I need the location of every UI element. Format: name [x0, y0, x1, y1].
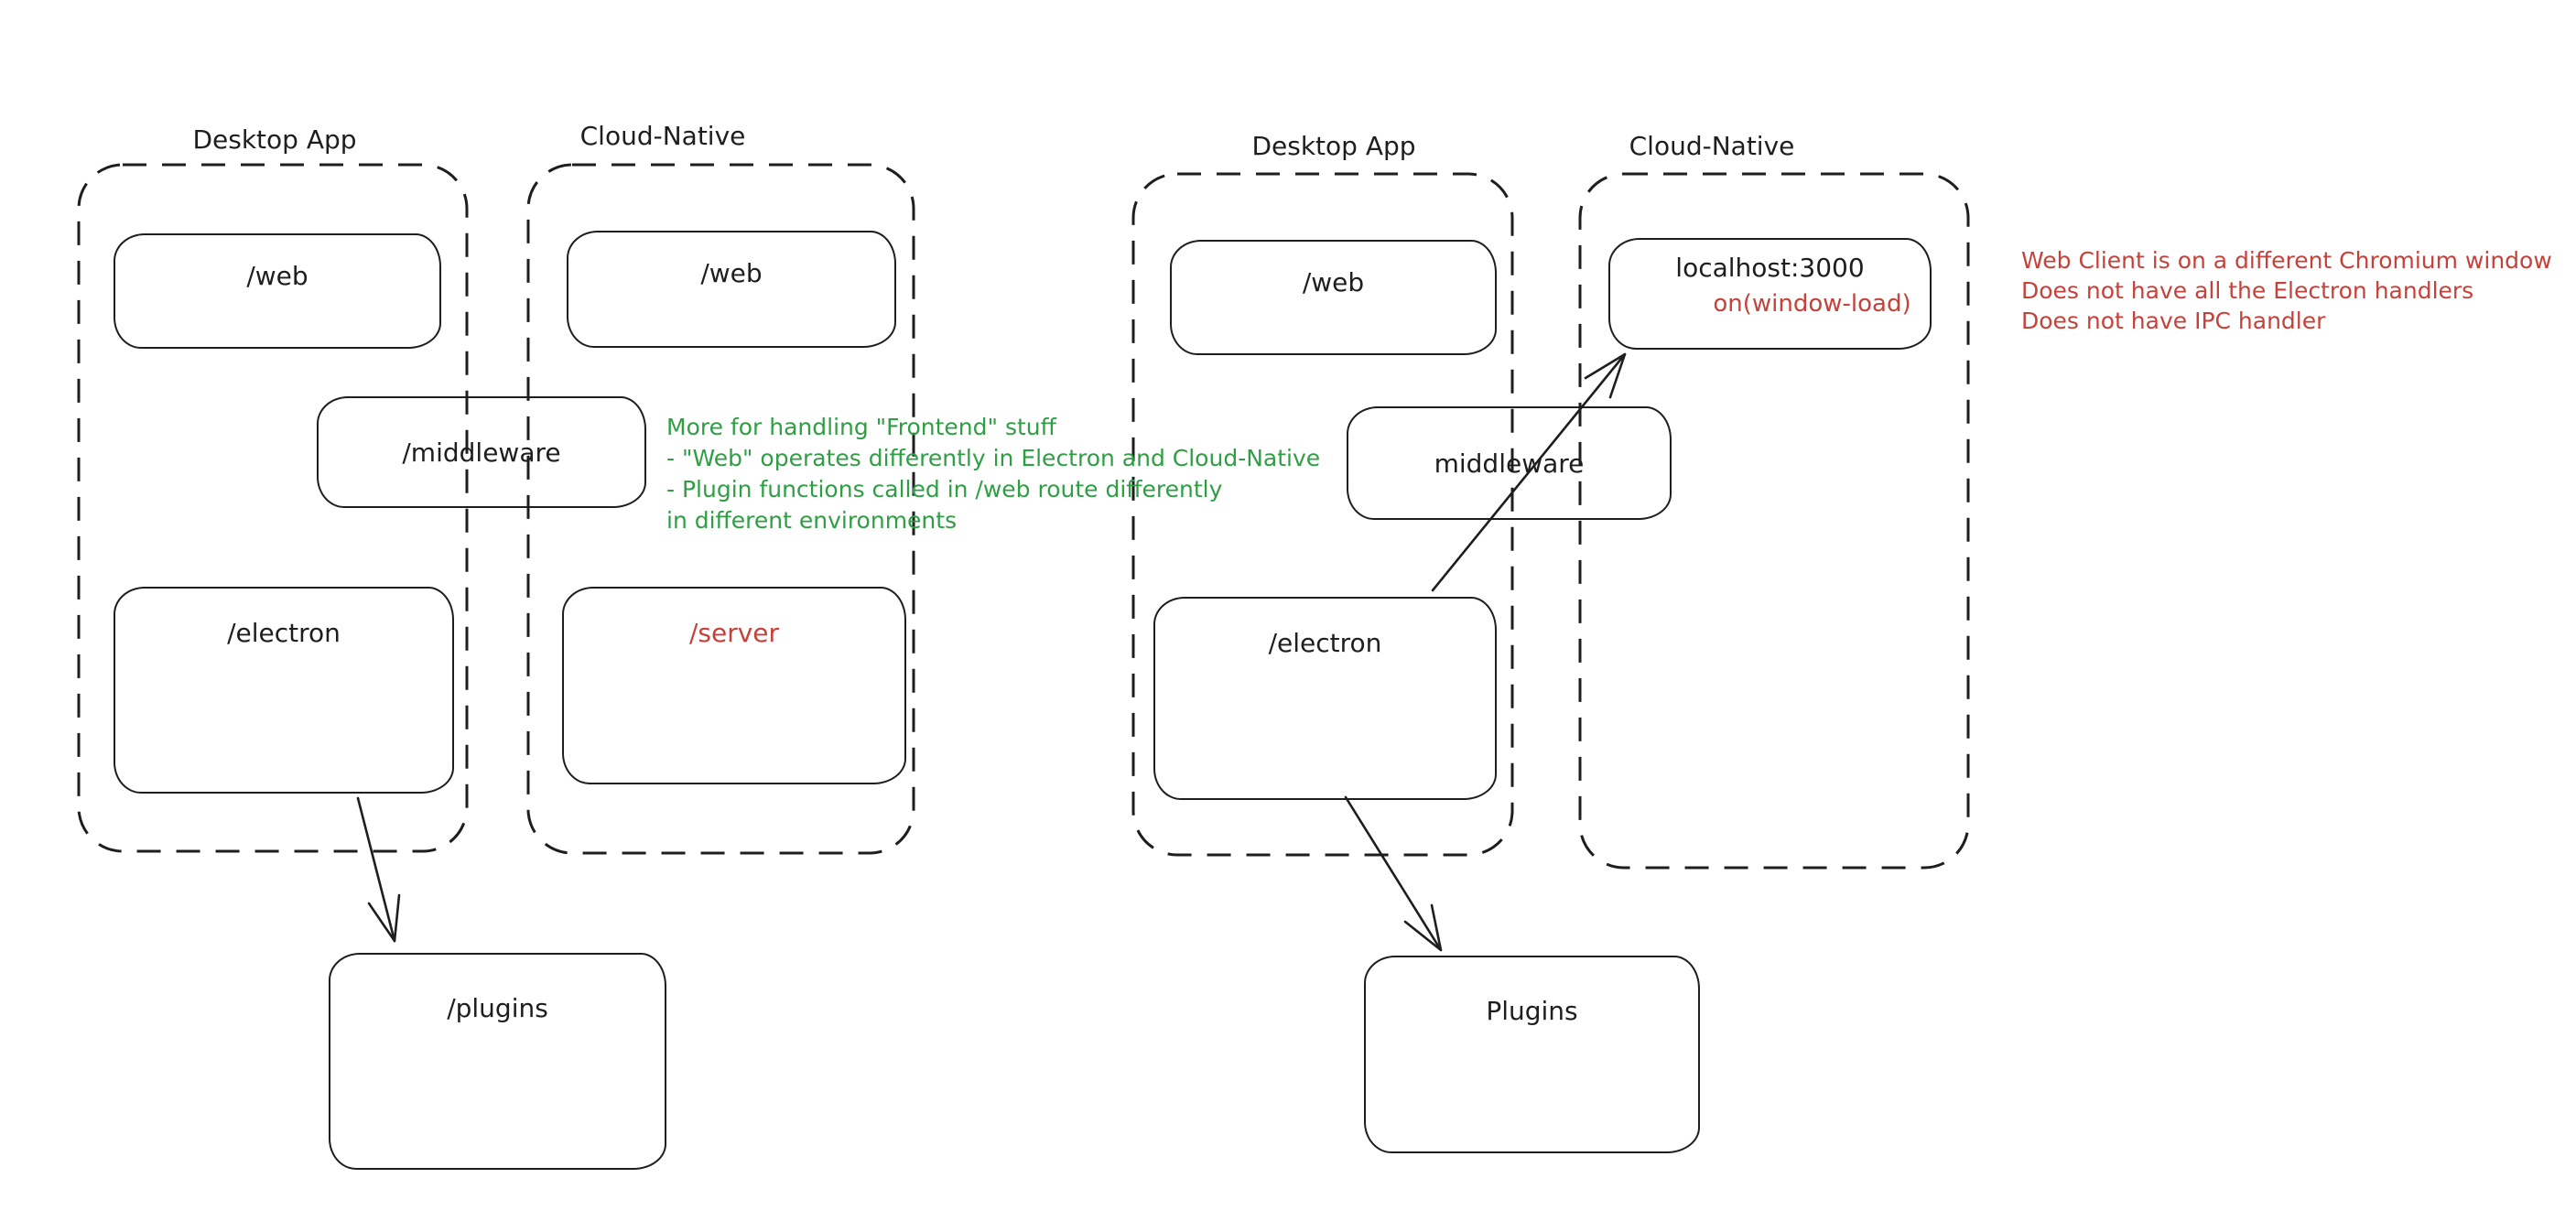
- left-desktop-web-label: /web: [246, 261, 308, 291]
- right-electron-box: /electron: [1153, 597, 1497, 800]
- left-electron-box: /electron: [114, 587, 454, 794]
- left-plugins-box: /plugins: [329, 953, 666, 1170]
- right-plugins-box: Plugins: [1364, 956, 1700, 1153]
- left-plugins-label: /plugins: [447, 993, 548, 1023]
- left-middleware-label: /middleware: [402, 437, 561, 468]
- right-middleware-box: middleware: [1347, 406, 1672, 520]
- left-middleware-box: /middleware: [317, 396, 646, 508]
- right-plugins-label: Plugins: [1486, 996, 1578, 1026]
- arrow-right-electron-to-localhost: [1431, 352, 1627, 592]
- note-line: Does not have IPC handler: [2021, 308, 2326, 334]
- right-cloud-native-container: [1578, 172, 1970, 870]
- right-cloud-native-label: Cloud-Native: [1629, 131, 1795, 161]
- note-line: - "Web" operates differently in Electron…: [666, 445, 1321, 471]
- note-line: More for handling "Frontend" stuff: [666, 414, 1056, 440]
- left-electron-label: /electron: [227, 618, 341, 648]
- right-web-label: /web: [1302, 267, 1365, 297]
- left-server-box: /server: [562, 587, 906, 784]
- left-cloud-web-box: /web: [567, 231, 896, 348]
- right-electron-label: /electron: [1268, 628, 1382, 658]
- left-desktop-app-container: [77, 163, 469, 853]
- note-line: Does not have all the Electron handlers: [2021, 277, 2474, 304]
- note-line: Web Client is on a different Chromium wi…: [2021, 247, 2552, 274]
- arrow-right-electron-to-plugins: [1344, 795, 1443, 952]
- right-middleware-label: middleware: [1434, 448, 1585, 479]
- left-cloud-web-label: /web: [700, 258, 763, 288]
- right-desktop-app-label: Desktop App: [1251, 131, 1416, 161]
- left-annotation-note: More for handling "Frontend" stuff - "We…: [666, 412, 1320, 536]
- right-localhost-box: localhost:3000 on(window-load): [1608, 238, 1932, 350]
- right-annotation-note: Web Client is on a different Chromium wi…: [2021, 245, 2552, 336]
- right-web-box: /web: [1170, 240, 1497, 355]
- note-line: - Plugin functions called in /web route …: [666, 476, 1223, 503]
- left-cloud-native-container: [526, 163, 915, 855]
- right-window-load-label: on(window-load): [1713, 290, 1911, 318]
- right-localhost-title: localhost:3000: [1675, 253, 1865, 283]
- left-desktop-app-label: Desktop App: [192, 124, 357, 155]
- left-server-label: /server: [688, 618, 780, 648]
- arrow-left-electron-to-plugins: [356, 796, 401, 943]
- left-cloud-native-label: Cloud-Native: [579, 121, 746, 151]
- left-desktop-web-box: /web: [114, 233, 441, 349]
- note-line: in different environments: [666, 507, 958, 534]
